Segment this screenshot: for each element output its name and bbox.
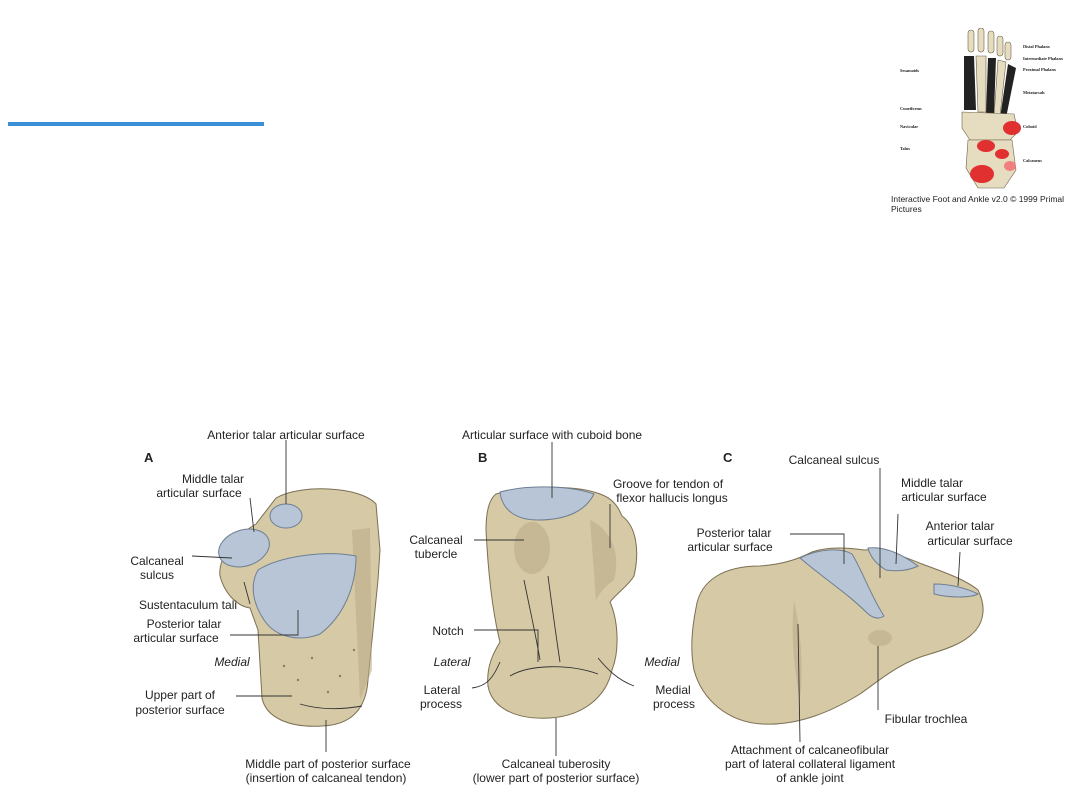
label-b-notch: Notch [432, 624, 463, 638]
label-b-medial-process-2: process [653, 697, 695, 711]
foot-labels-left: Sesamoids Cuneiforms Navicular Talus [900, 68, 922, 151]
panel-c-posterior-facet [799, 549, 885, 619]
label-distal-phalanx: Distal Phalanx [1023, 44, 1051, 49]
label-c-anterior-talar-1: Anterior talar [926, 519, 995, 533]
leader-b-lateral-process [471, 661, 501, 689]
label-a-upper-posterior-2: posterior surface [135, 703, 225, 717]
leader-a-sustentaculum [243, 581, 251, 605]
leader-b-notch [474, 629, 539, 662]
label-b-tuberosity-2: (lower part of posterior surface) [473, 771, 640, 785]
label-b-lateral: Lateral [434, 655, 471, 669]
label-a-anterior-talar: Anterior talar articular surface [207, 428, 365, 442]
foot-labels-right: Distal Phalanx Intermediate Phalanx Prox… [1023, 44, 1064, 163]
panel-letter-a: A [144, 450, 154, 465]
panel-a-middle-facet [218, 528, 270, 568]
label-a-posterior-talar-1: Posterior talar [147, 617, 222, 631]
label-a-middle-posterior-1: Middle part of posterior surface [245, 757, 411, 771]
label-a-posterior-talar-2: articular surface [133, 631, 219, 645]
leader-a-posterior [230, 610, 299, 636]
label-metatarsals: Metatarsals [1023, 90, 1045, 95]
label-c-posterior-talar-1: Posterior talar [697, 526, 772, 540]
panel-c-anterior-facet [933, 583, 980, 598]
panel-b-bone [485, 486, 638, 719]
calcaneus-figure: A Anterior talar articular surface Middl… [130, 428, 1013, 785]
leader-a-middle [249, 497, 255, 533]
label-b-tuberosity-1: Calcaneal tuberosity [502, 757, 611, 771]
label-c-attachment-3: of ankle joint [776, 771, 844, 785]
thumbnail-caption: Interactive Foot and Ankle v2.0 © 1999 P… [891, 194, 1065, 214]
label-a-sulcus-2: sulcus [140, 568, 174, 582]
panel-b-cuboid-facet [499, 486, 595, 521]
label-b-tubercle-2: tubercle [415, 547, 458, 561]
leader-b-medial-process [597, 657, 635, 687]
title-accent-rule [8, 122, 264, 126]
panel-a-posterior-facet [252, 553, 357, 639]
label-a-middle-talar-2: articular surface [156, 486, 242, 500]
panel-a-ridge [299, 703, 363, 710]
panel-a-anterior-facet [269, 503, 303, 529]
label-sesamoids: Sesamoids [900, 68, 919, 73]
panel-b-ridge [509, 666, 599, 677]
label-b-lateral-process-1: Lateral [424, 683, 461, 697]
label-c-calcaneal-sulcus: Calcaneal sulcus [789, 453, 880, 467]
panel-a-shadow [352, 528, 372, 700]
label-proximal-phalanx: Proximal Phalanx [1023, 67, 1057, 72]
label-b-groove-2: flexor hallucis longus [616, 491, 727, 505]
label-b-tubercle-1: Calcaneal [409, 533, 462, 547]
panel-letter-c: C [723, 450, 733, 465]
label-c-middle-talar-1: Middle talar [901, 476, 963, 490]
label-cuneiforms: Cuneiforms [900, 106, 922, 111]
foot-skeleton-thumbnail: Distal Phalanx Intermediate Phalanx Prox… [900, 28, 1064, 189]
label-navicular: Navicular [900, 124, 918, 129]
label-cuboid: Cuboid [1023, 124, 1037, 129]
panel-b: B Articular surface with cuboid bone Gro… [409, 428, 727, 785]
panel-c-ridge-shadow [792, 600, 802, 700]
leader-c-posterior [790, 533, 845, 564]
label-calcaneus: Calcaneus [1023, 158, 1042, 163]
label-c-middle-talar-2: articular surface [901, 490, 987, 504]
label-b-cuboid-surface: Articular surface with cuboid bone [462, 428, 642, 442]
panel-c-middle-facet [867, 547, 919, 572]
label-a-middle-posterior-2: (insertion of calcaneal tendon) [246, 771, 407, 785]
label-a-sulcus-1: Calcaneal [130, 554, 183, 568]
label-b-groove-1: Groove for tendon of [613, 477, 724, 491]
label-a-medial: Medial [214, 655, 250, 669]
label-b-medial: Medial [644, 655, 680, 669]
panel-letter-b: B [478, 450, 487, 465]
leader-c-anterior [957, 551, 961, 587]
panel-b-striation-1 [523, 579, 541, 661]
label-c-posterior-talar-2: articular surface [687, 540, 773, 554]
label-a-middle-talar-1: Middle talar [182, 472, 244, 486]
panel-b-tubercle-shade [514, 522, 550, 574]
leader-c-attachment [797, 623, 801, 743]
label-b-lateral-process-2: process [420, 697, 462, 711]
panel-a: A Anterior talar articular surface Middl… [130, 428, 411, 785]
leader-c-middle [895, 513, 899, 565]
panel-c: C Calcaneal sulcus Middle talar articula… [687, 450, 1013, 785]
label-c-attachment-1: Attachment of calcaneofibular [731, 743, 889, 757]
panel-b-striation-2 [547, 575, 561, 663]
foot-bones [961, 28, 1021, 189]
label-c-fibular-trochlea: Fibular trochlea [885, 712, 968, 726]
leader-a-sulcus [191, 555, 233, 559]
label-talus: Talus [900, 146, 910, 151]
label-b-medial-process-1: Medial [655, 683, 690, 697]
label-c-attachment-2: part of lateral collateral ligament [725, 757, 896, 771]
label-a-sustentaculum: Sustentaculum tali [139, 598, 237, 612]
panel-c-trochlea-shade [868, 630, 892, 646]
label-intermediate-phalanx: Intermediate Phalanx [1023, 56, 1064, 61]
label-c-anterior-talar-2: articular surface [927, 534, 1013, 548]
label-a-upper-posterior-1: Upper part of [145, 688, 216, 702]
